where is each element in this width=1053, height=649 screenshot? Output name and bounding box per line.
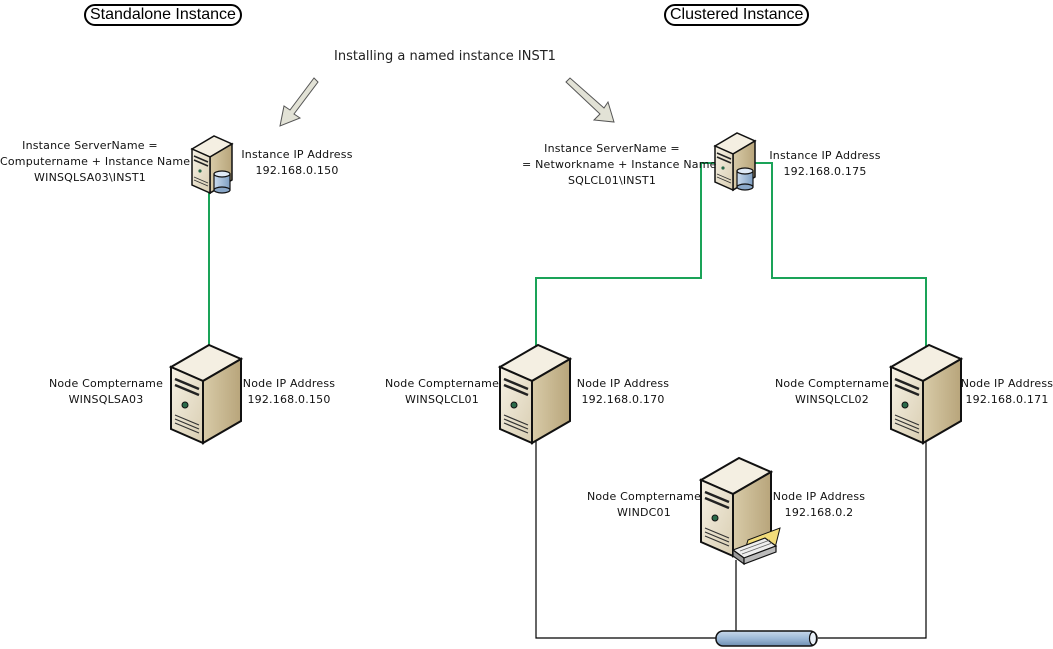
diagram-caption: Installing a named instance INST1 <box>334 49 556 64</box>
node-ip-value: 192.168.0.171 <box>965 393 1049 406</box>
instance-servername-label: Instance ServerName = <box>544 142 680 155</box>
node-name-value: WINSQLCL01 <box>405 393 479 406</box>
clustered-instance-server-icon <box>714 132 756 191</box>
node-name-label: Node Comptername <box>384 377 500 390</box>
instance-servername-label: Instance ServerName = <box>22 139 158 152</box>
clustered-instance-name-label: Instance ServerName = = Networkname + In… <box>522 141 717 189</box>
database-icon <box>736 167 754 191</box>
node-name-value: WINDC01 <box>617 506 671 519</box>
node-ip-value: 192.168.0.170 <box>581 393 665 406</box>
node-ip-label: Node IP Address <box>576 377 670 390</box>
node1-network-link <box>535 393 718 639</box>
network-links <box>535 393 927 639</box>
arrow-right-icon <box>565 77 615 123</box>
instance-ip-value: 192.168.0.150 <box>255 164 339 177</box>
cluster-node1-name: Node Comptername WINSQLCL01 <box>382 376 502 408</box>
arrow-left-icon <box>279 77 319 127</box>
node-ip-label: Node IP Address <box>772 490 866 503</box>
clustered-instance-ip: Instance IP Address 192.168.0.175 <box>766 148 884 180</box>
dc-node-name: Node Comptername WINDC01 <box>584 489 704 521</box>
dc-node-ip: Node IP Address 192.168.0.2 <box>770 489 868 521</box>
clustered-instance-link <box>535 162 927 393</box>
instance-ip-value: 192.168.0.175 <box>783 165 867 178</box>
network-bus-icon <box>715 630 818 647</box>
standalone-node-ip: Node IP Address 192.168.0.150 <box>240 376 338 408</box>
instance-ip-label: Instance IP Address <box>241 148 353 161</box>
instance-servername-formula: = Networkname + Instance Name <box>522 158 717 171</box>
instance-servername-value: WINSQLSA03\INST1 <box>34 171 146 184</box>
node-name-value: WINSQLSA03 <box>68 393 144 406</box>
node-ip-value: 192.168.0.2 <box>784 506 854 519</box>
standalone-node-name: Node Comptername WINSQLSA03 <box>46 376 166 408</box>
node2-network-link <box>818 393 927 639</box>
node-ip-value: 192.168.0.150 <box>247 393 331 406</box>
node-name-label: Node Comptername <box>586 490 702 503</box>
instance-servername-formula: Computername + Instance Name <box>0 155 191 168</box>
node-ip-label: Node IP Address <box>242 377 336 390</box>
cluster-node2-ip: Node IP Address 192.168.0.171 <box>960 376 1053 408</box>
node-name-value: WINSQLCL02 <box>795 393 869 406</box>
node-ip-label: Node IP Address <box>960 377 1053 390</box>
node-name-label: Node Comptername <box>774 377 890 390</box>
node-server-icon-winsqlsa03 <box>169 343 243 445</box>
instance-ip-label: Instance IP Address <box>769 149 881 162</box>
node-name-label: Node Comptername <box>48 377 164 390</box>
database-icon <box>213 170 231 194</box>
standalone-instance-name-label: Instance ServerName = Computername + Ins… <box>0 138 191 186</box>
clustered-section-title: Clustered Instance <box>664 4 810 26</box>
instance-servername-value: SQLCL01\INST1 <box>567 174 657 187</box>
standalone-instance-server-icon <box>191 135 233 194</box>
node-server-icon-winsqlcl02 <box>889 343 963 445</box>
node-server-icon-winsqlcl01 <box>498 343 572 445</box>
cluster-node2-name: Node Comptername WINSQLCL02 <box>772 376 892 408</box>
standalone-instance-ip: Instance IP Address 192.168.0.150 <box>238 147 356 179</box>
standalone-section-title: Standalone Instance <box>84 4 242 26</box>
cluster-node1-ip: Node IP Address 192.168.0.170 <box>574 376 672 408</box>
network-switch-icon <box>731 527 781 566</box>
